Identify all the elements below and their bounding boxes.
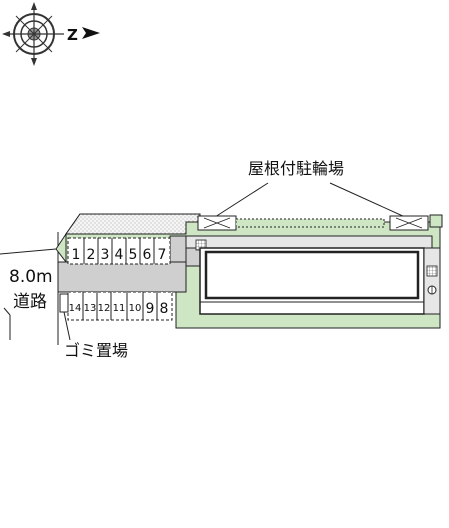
road: 8.0m 道路 [0,232,59,345]
parking-stall-number: 5 [129,247,138,263]
garbage-area [59,293,69,313]
parking-row-north-stalls: 1 2 3 4 5 6 7 [72,238,167,264]
building-inner [204,250,420,300]
parking-stall-number: 3 [101,247,110,263]
parking-stall-number: 1 [72,247,81,263]
hedge-strip [65,213,201,235]
parking-stall-number: 6 [143,247,152,263]
compass: Z [2,2,100,66]
compass-north-label: Z [67,26,78,44]
parking-stall-number: 9 [146,301,155,317]
parking-stall-number: 13 [84,303,97,314]
walkway [185,235,433,249]
parking-stall-number: 10 [129,303,142,314]
meter-box [426,265,438,277]
bicycle-parking-label: 屋根付駐輪場 [248,159,344,178]
parking-row-south-stalls: 14 13 12 11 10 9 8 [69,292,169,320]
parking-stall-number: 4 [115,247,124,263]
parking-row-north [67,237,171,265]
parking-stall-number: 11 [113,303,126,314]
driveway [57,261,187,293]
north-arrow-icon [82,27,100,39]
garbage-label: ゴミ置場 [64,341,128,360]
parking-stall-number: 2 [87,247,96,263]
parking-stall-number: 8 [160,301,169,317]
parking-stall-number: 14 [69,303,82,314]
road-width-label: 8.0m [9,267,53,287]
parking-row-south [67,291,173,321]
parking-stall-number: 7 [158,247,167,263]
road-label: 道路 [13,292,47,312]
parking-stall-number: 12 [98,303,111,314]
